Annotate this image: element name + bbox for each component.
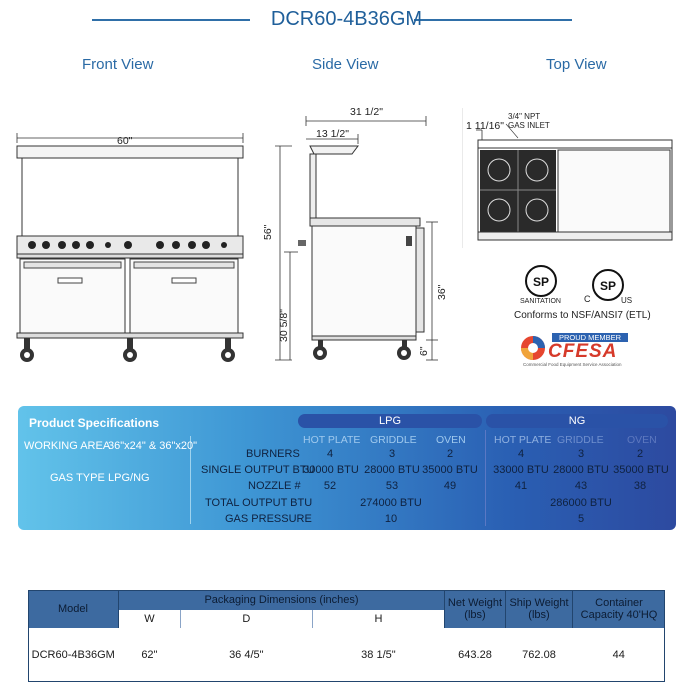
cfesa-proud-member: PROUD MEMBER <box>552 333 628 342</box>
ng-burners-hotplate: 4 <box>517 448 525 460</box>
lpg-col-oven: OVEN <box>436 434 466 446</box>
ng-nozzle-oven: 38 <box>633 480 647 492</box>
ng-col-hotplate: HOT PLATE <box>494 434 552 446</box>
lpg-single-oven: 35000 BTU <box>422 464 478 476</box>
side-leg-dimension: 6" <box>418 346 430 356</box>
lpg-single-hotplate: 30000 BTU <box>303 464 359 476</box>
ng-single-griddle: 28000 BTU <box>553 464 609 476</box>
side-height-dimension: 56" <box>262 224 274 240</box>
lpg-total-output: 274000 BTU <box>360 497 422 509</box>
row-label-total-output: TOTAL OUTPUT BTU <box>205 497 313 509</box>
depth-cell: 36 4/5" <box>180 628 313 682</box>
nsf-conformance: Conforms to NSF/ANSI7 (ETL) <box>514 310 651 321</box>
packaging-data-row: DCR60-4B36GM 62" 36 4/5" 38 1/5" 643.28 … <box>28 628 665 682</box>
container-capacity-header: Container Capacity 40'HQ <box>572 590 665 628</box>
ng-col-griddle: GRIDDLE <box>557 434 604 446</box>
ng-gas-pressure: 5 <box>577 513 585 525</box>
lpg-header-pill: LPG <box>298 414 482 428</box>
model-header: Model <box>28 590 119 628</box>
height-subheader: H <box>312 610 446 628</box>
lpg-col-hotplate: HOT PLATE <box>303 434 361 446</box>
svg-text:SP: SP <box>600 279 616 293</box>
ng-nozzle-hotplate: 41 <box>514 480 528 492</box>
svg-text:SP: SP <box>533 275 549 289</box>
side-counter-height-dimension: 36" <box>436 284 448 300</box>
lpg-nozzle-griddle: 53 <box>385 480 399 492</box>
ng-total-output: 286000 BTU <box>550 497 612 509</box>
working-area-value: 36"x24" & 36"x20" <box>108 440 198 452</box>
ng-single-hotplate: 33000 BTU <box>493 464 549 476</box>
lpg-gas-pressure: 10 <box>384 513 398 525</box>
ng-burners-oven: 2 <box>636 448 644 460</box>
csa-c-label: C <box>584 294 591 304</box>
front-view-drawing <box>16 133 244 362</box>
front-view-label: Front View <box>82 56 154 73</box>
ng-nozzle-griddle: 43 <box>574 480 588 492</box>
ng-single-oven: 35000 BTU <box>613 464 669 476</box>
lpg-burners-hotplate: 4 <box>326 448 334 460</box>
depth-subheader: D <box>180 610 313 628</box>
row-label-gas-pressure: GAS PRESSURE <box>225 513 312 525</box>
row-label-burners: BURNERS <box>246 448 300 460</box>
row-label-nozzle: NOZZLE # <box>248 480 301 492</box>
width-subheader: W <box>118 610 181 628</box>
cfesa-tagline: Commercial Food Equipment Service Associ… <box>523 362 622 367</box>
front-width-dimension: 60" <box>117 135 133 147</box>
gas-type-value: LPG/NG <box>108 472 150 484</box>
top-inlet-label: 3/4" NPT GAS INLET <box>508 112 550 130</box>
packaging-header-row: Model Packaging Dimensions (inches) Net … <box>28 590 665 628</box>
csa-sanitation-logo: SP <box>525 265 557 297</box>
ng-header-pill: NG <box>486 414 668 428</box>
csa-us-logo: SP <box>592 269 624 301</box>
net-weight-header: Net Weight (lbs) <box>444 590 506 628</box>
lpg-nozzle-hotplate: 52 <box>323 480 337 492</box>
lpg-col-griddle: GRIDDLE <box>370 434 417 446</box>
specs-heading: Product Specifications <box>29 416 160 430</box>
title-rule-left <box>92 19 250 21</box>
ship-weight-header: Ship Weight (lbs) <box>505 590 573 628</box>
model-cell: DCR60-4B36GM <box>28 628 119 682</box>
side-depth2-dimension: 13 1/2" <box>316 128 349 140</box>
ship-weight-cell: 762.08 <box>505 628 573 682</box>
csa-us-label: US <box>621 296 633 305</box>
cfesa-swirl-icon <box>521 336 545 360</box>
side-leg-height-dimension: 30 5/8" <box>278 309 290 342</box>
row-label-single-output: SINGLE OUTPUT BTU <box>201 464 315 476</box>
side-view-label: Side View <box>312 56 379 73</box>
cfesa-wordmark: CFESA <box>548 341 618 362</box>
lpg-single-griddle: 28000 BTU <box>364 464 420 476</box>
gas-type-label: GAS TYPE <box>50 472 105 484</box>
title-rule-right <box>414 19 572 21</box>
lpg-burners-griddle: 3 <box>388 448 396 460</box>
container-capacity-cell: 44 <box>572 628 665 682</box>
ng-col-oven: OVEN <box>627 434 657 446</box>
side-view-drawing <box>275 116 438 361</box>
page-title: DCR60-4B36GM <box>270 8 423 30</box>
ng-burners-griddle: 3 <box>577 448 585 460</box>
top-view-label: Top View <box>546 56 607 73</box>
net-weight-cell: 643.28 <box>444 628 506 682</box>
lpg-burners-oven: 2 <box>446 448 454 460</box>
width-cell: 62" <box>118 628 181 682</box>
sanitation-label: SANITATION <box>520 298 561 305</box>
packaging-table: Model Packaging Dimensions (inches) Net … <box>28 590 665 682</box>
packaging-dimensions-header: Packaging Dimensions (inches) <box>118 590 445 610</box>
left-divider <box>190 436 191 524</box>
working-area-label: WORKING AREA <box>24 440 111 452</box>
panel-divider <box>485 430 486 526</box>
height-cell: 38 1/5" <box>312 628 445 682</box>
side-depth-dimension: 31 1/2" <box>350 106 383 118</box>
top-inlet-dimension: 1 11/16" <box>466 120 504 132</box>
top-view-drawing <box>462 108 673 248</box>
lpg-nozzle-oven: 49 <box>443 480 457 492</box>
packaging-subheader-row: W D H <box>28 610 665 628</box>
